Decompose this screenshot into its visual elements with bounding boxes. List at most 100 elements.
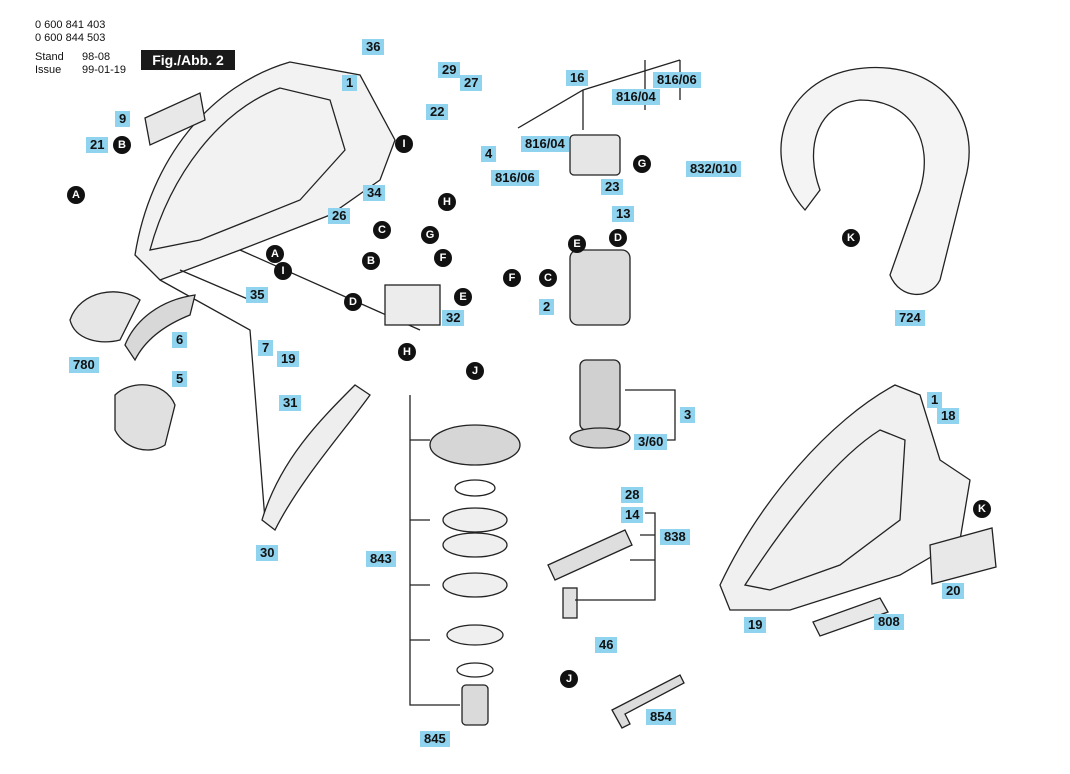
part-808-shape bbox=[812, 597, 889, 637]
label-816-04-mid: 816/04 bbox=[521, 136, 569, 152]
pin-shape bbox=[562, 587, 578, 619]
bracket-lines-16 bbox=[517, 59, 681, 130]
left-housing-shape bbox=[134, 61, 396, 281]
label-724: 724 bbox=[895, 310, 925, 326]
label-29: 29 bbox=[438, 62, 461, 78]
label-30: 30 bbox=[256, 545, 279, 561]
crank-shape bbox=[547, 529, 633, 581]
marker-g-1: G bbox=[421, 226, 439, 244]
bracket-3 bbox=[625, 389, 676, 441]
label-32: 32 bbox=[442, 310, 465, 326]
part-854-shape bbox=[611, 674, 685, 729]
right-housing-inner bbox=[743, 429, 906, 591]
washer-4 bbox=[442, 572, 508, 598]
label-28: 28 bbox=[621, 487, 644, 503]
marker-b-1: B bbox=[113, 136, 131, 154]
label-3: 3 bbox=[680, 407, 696, 423]
armature-fan-shape bbox=[569, 427, 631, 449]
part-9-shape bbox=[144, 92, 206, 146]
part-780-shape bbox=[69, 291, 141, 343]
label-35: 35 bbox=[246, 287, 269, 303]
part-20-shape bbox=[929, 527, 997, 585]
label-1: 1 bbox=[342, 75, 358, 91]
label-845: 845 bbox=[420, 731, 450, 747]
part-724-shape bbox=[780, 66, 970, 296]
label-816-06-top: 816/06 bbox=[653, 72, 701, 88]
marker-e-2: E bbox=[568, 235, 586, 253]
marker-i-1: I bbox=[395, 135, 413, 153]
issue-label: Issue bbox=[35, 64, 62, 76]
washer-1 bbox=[454, 479, 496, 497]
label-22: 22 bbox=[426, 104, 449, 120]
bracket-843 bbox=[409, 395, 460, 706]
marker-c-1: C bbox=[373, 221, 391, 239]
marker-k-2: K bbox=[973, 500, 991, 518]
field-coil-shape bbox=[569, 249, 631, 326]
stand-value: 98-08 bbox=[82, 51, 111, 63]
bracket-838 bbox=[575, 512, 656, 601]
figure-label: Fig./Abb. 2 bbox=[141, 50, 235, 70]
washer-5 bbox=[446, 624, 504, 646]
label-832-010: 832/010 bbox=[686, 161, 741, 177]
label-34: 34 bbox=[363, 185, 386, 201]
marker-b-2: B bbox=[362, 252, 380, 270]
marker-f-1: F bbox=[434, 249, 452, 267]
marker-h-1: H bbox=[438, 193, 456, 211]
label-808: 808 bbox=[874, 614, 904, 630]
label-854: 854 bbox=[646, 709, 676, 725]
left-housing-inner bbox=[149, 87, 346, 251]
label-4-top: 4 bbox=[481, 146, 497, 162]
label-6: 6 bbox=[172, 332, 188, 348]
marker-d-1: D bbox=[344, 293, 362, 311]
label-27: 27 bbox=[460, 75, 483, 91]
part-5-shape bbox=[114, 384, 176, 451]
marker-c-2: C bbox=[539, 269, 557, 287]
label-816-06-mid: 816/06 bbox=[491, 170, 539, 186]
label-2: 2 bbox=[539, 299, 555, 315]
part-number-2: 0 600 844 503 bbox=[35, 32, 106, 44]
label-7: 7 bbox=[258, 340, 274, 356]
part-number-1: 0 600 841 403 bbox=[35, 19, 106, 31]
bushing-shape bbox=[461, 684, 489, 726]
label-36: 36 bbox=[362, 39, 385, 55]
marker-a-2: A bbox=[266, 245, 284, 263]
label-21: 21 bbox=[86, 137, 109, 153]
marker-e-1: E bbox=[454, 288, 472, 306]
issue-value: 99-01-19 bbox=[82, 64, 127, 76]
label-46: 46 bbox=[595, 637, 618, 653]
stand-label: Stand bbox=[35, 51, 64, 63]
label-26: 26 bbox=[328, 208, 351, 224]
label-843: 843 bbox=[366, 551, 396, 567]
washer-3 bbox=[442, 532, 508, 558]
marker-d-2: D bbox=[609, 229, 627, 247]
marker-j-2: J bbox=[560, 670, 578, 688]
label-3-60: 3/60 bbox=[634, 434, 668, 450]
label-19-right: 19 bbox=[744, 617, 767, 633]
label-816-04-top: 816/04 bbox=[612, 89, 660, 105]
switch-block-shape bbox=[569, 134, 621, 176]
marker-j-1: J bbox=[466, 362, 484, 380]
label-1-right: 1 bbox=[927, 392, 943, 408]
label-5: 5 bbox=[172, 371, 188, 387]
marker-k-1: K bbox=[842, 229, 860, 247]
label-31: 31 bbox=[279, 395, 302, 411]
part-32-shape bbox=[384, 284, 441, 326]
gear-shape bbox=[429, 424, 521, 466]
label-838: 838 bbox=[660, 529, 690, 545]
label-23: 23 bbox=[601, 179, 624, 195]
label-14: 14 bbox=[621, 507, 644, 523]
label-18: 18 bbox=[937, 408, 960, 424]
washer-6 bbox=[456, 662, 494, 678]
marker-a-1: A bbox=[67, 186, 85, 204]
label-9: 9 bbox=[115, 111, 131, 127]
marker-i-2: I bbox=[274, 262, 292, 280]
washer-2 bbox=[442, 507, 508, 533]
label-780: 780 bbox=[69, 357, 99, 373]
label-20: 20 bbox=[942, 583, 965, 599]
label-13: 13 bbox=[612, 206, 635, 222]
marker-f-2: F bbox=[503, 269, 521, 287]
label-19-left: 19 bbox=[277, 351, 300, 367]
part-30-shape bbox=[261, 384, 371, 531]
